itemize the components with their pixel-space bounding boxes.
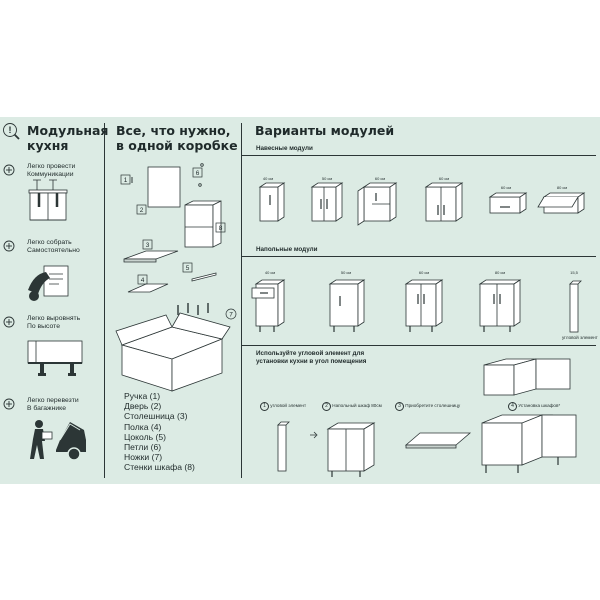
- dim-label: 60 см: [375, 176, 386, 181]
- dim-label: 40 см: [263, 176, 274, 181]
- adjustable-legs-icon: [27, 340, 83, 376]
- svg-text:2: 2: [140, 207, 144, 214]
- search-icon: !: [3, 123, 20, 140]
- dim-label: 50 см: [341, 270, 352, 275]
- svg-text:7: 7: [229, 312, 233, 319]
- sink-cabinet-icon: [28, 179, 68, 221]
- part-item: Полка (4): [124, 421, 162, 432]
- feature-label: Легко выровнять По высоте: [27, 315, 81, 330]
- dim-label: 60 см: [439, 176, 450, 181]
- dim-label: 80 см: [495, 270, 506, 275]
- svg-text:!: !: [9, 125, 12, 135]
- floor-modules-drawing: 40 см 50 см 60 см 80 см 15,5: [251, 270, 582, 333]
- svg-text:15,5: 15,5: [570, 270, 579, 275]
- step-1: 1 угловой элемент: [260, 402, 306, 411]
- part-item: Стенки шкафа (8): [124, 462, 195, 473]
- wall-modules-divider: [241, 155, 596, 156]
- parts-list: Ручка (1) Дверь (2) Столешница (3) Полка…: [124, 391, 195, 473]
- part-item: Петли (6): [124, 442, 162, 453]
- wall-modules-label: Навесные модули: [256, 145, 313, 152]
- corner-note: Используйте угловой элемент для установк…: [256, 350, 367, 365]
- dim-label: 50 см: [322, 176, 333, 181]
- parts-diagram: 1 2 6 8 3 5 4 7: [115, 163, 237, 392]
- svg-text:3: 3: [146, 242, 150, 249]
- marker-6: 6: [192, 163, 204, 187]
- part-item: Ножки (7): [124, 452, 163, 463]
- svg-text:4: 4: [141, 277, 145, 284]
- svg-text:1: 1: [124, 177, 128, 184]
- plus-circle-icon: [3, 316, 15, 328]
- left-title: Модульная кухня: [27, 123, 109, 153]
- part-item: Ручка (1): [124, 391, 161, 401]
- wall-modules-drawing: 40 см 50 см 60 см 60 см 60 см 80 см: [258, 176, 586, 226]
- dim-label: 80 см: [557, 185, 568, 190]
- floor-modules-label: Напольные модули: [256, 246, 318, 253]
- marker-1: 1: [120, 174, 133, 185]
- svg-text:8: 8: [219, 225, 223, 232]
- column-divider-left: [104, 123, 105, 478]
- marker-8: 8: [215, 222, 226, 233]
- part-item: Цоколь (5): [124, 431, 166, 442]
- plus-circle-icon: [3, 398, 15, 410]
- step-3: 3 Приобретите столешницу: [395, 402, 460, 411]
- feature-label: Легко собрать Самостоятельно: [27, 239, 80, 254]
- assembly-icon: [28, 265, 69, 301]
- middle-title: Все, что нужно, в одной коробке: [116, 123, 238, 153]
- svg-text:6: 6: [196, 170, 200, 177]
- marker-5: 5: [182, 262, 193, 273]
- marker-3: 3: [142, 239, 153, 250]
- plus-circle-icon: [3, 164, 15, 176]
- plus-circle-icon: [3, 240, 15, 252]
- step-2: 2 Напольный шкаф 80см: [322, 402, 382, 411]
- step-4: 4 Установка шкафов*: [508, 402, 560, 411]
- dim-label: 40 см: [265, 270, 276, 275]
- dim-label: 60 см: [419, 270, 430, 275]
- marker-7: 7: [225, 308, 237, 320]
- dim-label: 60 см: [501, 185, 512, 190]
- marker-2: 2: [136, 204, 147, 215]
- floor-modules-divider: [241, 256, 596, 257]
- marker-4: 4: [137, 274, 148, 285]
- corner-divider: [241, 345, 596, 346]
- feature-label: Легко перевезти В багажнике: [27, 397, 79, 412]
- part-item: Столешница (3): [124, 411, 188, 422]
- corner-element-caption: угловой элемент: [562, 335, 598, 340]
- car-trunk-icon: [30, 420, 86, 461]
- feature-label: Легко провести Коммуникации: [27, 163, 76, 178]
- corner-install-drawing: [277, 358, 577, 477]
- svg-text:5: 5: [186, 265, 190, 272]
- column-divider-right: [241, 123, 242, 478]
- right-title: Варианты модулей: [255, 123, 395, 138]
- part-item: Дверь (2): [124, 401, 162, 412]
